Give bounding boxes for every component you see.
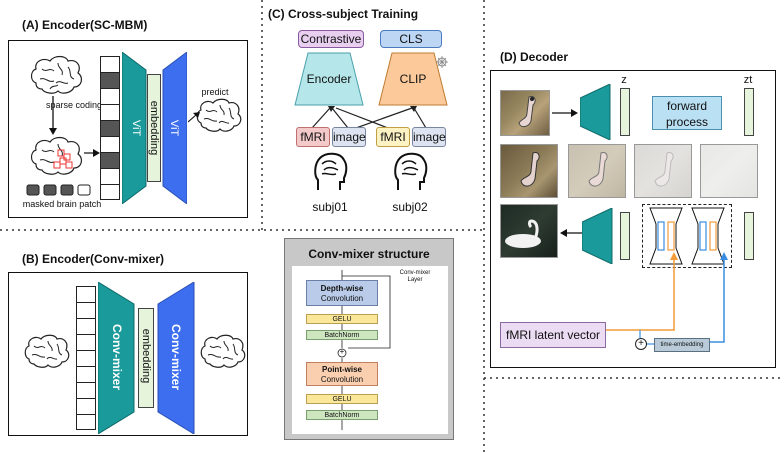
vae-decoder-block bbox=[582, 208, 613, 264]
predict-label: predict bbox=[201, 87, 229, 97]
bird-figure-3 bbox=[654, 152, 674, 187]
fmri-latent-vector-box: fMRI latent vector bbox=[500, 322, 606, 348]
forward-process-box: forward process bbox=[652, 96, 722, 130]
add-symbol: + bbox=[635, 338, 647, 350]
conv-mixer-structure-title: Conv-mixer structure bbox=[308, 247, 430, 261]
conv-mixer-right-label: Conv-mixer bbox=[169, 323, 183, 391]
frozen-icon bbox=[436, 56, 448, 68]
gelu-box-1: GELU bbox=[306, 314, 378, 324]
conv-mixer-flow-arrows bbox=[337, 270, 391, 430]
pointwise-sub: Convolution bbox=[320, 375, 364, 384]
head-brain-icon-1 bbox=[314, 152, 348, 190]
contrastive-box: Contrastive bbox=[298, 30, 364, 48]
patch-legend bbox=[26, 184, 91, 196]
panel-d-frame bbox=[490, 70, 776, 368]
fmri-input-box-1: fMRI bbox=[296, 127, 330, 147]
panel-c-title: (C) Cross-subject Training bbox=[268, 7, 419, 21]
bird-figure-2 bbox=[588, 152, 608, 187]
panel-b-title: (B) Encoder(Conv-mixer) bbox=[22, 252, 165, 266]
bird-figure bbox=[518, 96, 536, 128]
head-brain-icon-2 bbox=[394, 152, 428, 190]
zt-label: zt bbox=[743, 74, 753, 86]
pointwise-title: Point-wise bbox=[321, 365, 362, 374]
clip-label: CLIP bbox=[399, 72, 427, 86]
cls-box: CLS bbox=[380, 30, 442, 48]
panel-d-title: (D) Decoder bbox=[500, 50, 569, 64]
embedding-label-b: embedding bbox=[140, 328, 152, 384]
masked-brain-icon bbox=[30, 136, 83, 175]
gelu-box-2: GELU bbox=[306, 394, 378, 404]
down-arrow bbox=[49, 96, 57, 135]
panel-b-frame bbox=[8, 272, 248, 436]
conv-mixer-encoder-block bbox=[98, 282, 135, 434]
noisy-image-2 bbox=[568, 144, 626, 198]
vit-encoder-block bbox=[122, 52, 147, 204]
patch-token-column bbox=[100, 56, 120, 200]
pointwise-conv-box: Point-wise Convolution bbox=[306, 362, 378, 386]
latent-zt-bar bbox=[744, 88, 754, 136]
image-to-encoder-arrow bbox=[552, 109, 578, 117]
noisy-image-1 bbox=[500, 144, 558, 198]
fmri-input-box-2: fMRI bbox=[376, 127, 410, 147]
masked-brain-patch-label: masked brain patch bbox=[22, 199, 102, 209]
subj01-label: subj01 bbox=[312, 200, 348, 214]
cross-arrows bbox=[311, 106, 427, 129]
image-input-box-1: image bbox=[332, 127, 366, 147]
subj02-label: subj02 bbox=[392, 200, 428, 214]
latent-output-bar bbox=[620, 212, 630, 260]
vit-decoder-block bbox=[162, 52, 187, 204]
decoder-to-image-arrow bbox=[560, 229, 584, 237]
time-embedding-box: time-embedding bbox=[654, 338, 710, 352]
embedding-label: embedding bbox=[148, 100, 160, 156]
unet-dashed-frame bbox=[642, 204, 732, 268]
encoder-label: Encoder bbox=[306, 72, 352, 86]
vae-encoder-block bbox=[580, 84, 611, 140]
panel-a-title: (A) Encoder(SC-MBM) bbox=[22, 18, 148, 32]
input-image-thumbnail bbox=[500, 90, 550, 136]
sparse-coding-label: sparse coding bbox=[45, 100, 103, 110]
embedding-bar bbox=[147, 74, 161, 182]
noisy-image-4 bbox=[700, 144, 758, 198]
unet-block bbox=[649, 207, 725, 265]
brain-icon bbox=[30, 55, 83, 94]
depthwise-conv-box: Depth-wise Convolution bbox=[306, 280, 378, 306]
clip-trapezoid bbox=[378, 52, 448, 106]
conv-mixer-decoder-block bbox=[157, 282, 195, 434]
conv-mixer-left-label: Conv-mixer bbox=[110, 323, 124, 391]
output-brain-icon bbox=[200, 334, 246, 368]
panel-a-frame bbox=[8, 40, 248, 218]
depthwise-sub: Convolution bbox=[320, 294, 364, 303]
conditioning-arrows bbox=[606, 252, 728, 345]
vit-right-label: ViT bbox=[168, 119, 180, 137]
vit-left-label: ViT bbox=[130, 119, 142, 137]
bird-figure-1 bbox=[520, 152, 540, 187]
conv-mixer-layer-label: Conv-mixer Layer bbox=[399, 270, 431, 283]
predict-arrow bbox=[188, 112, 200, 123]
predicted-brain-icon bbox=[196, 98, 242, 132]
residual-add-symbol: + bbox=[339, 347, 345, 356]
batchnorm-box-1: BatchNorm bbox=[306, 330, 378, 340]
depthwise-title: Depth-wise bbox=[320, 284, 364, 293]
latent-input-bar bbox=[744, 212, 754, 260]
noisy-image-3 bbox=[634, 144, 692, 198]
reconstructed-image bbox=[500, 204, 558, 258]
batchnorm-box-2: BatchNorm bbox=[306, 410, 378, 420]
z-label: z bbox=[621, 74, 627, 86]
embedding-bar-b bbox=[138, 308, 154, 408]
latent-z-bar bbox=[620, 88, 630, 136]
right-arrow bbox=[84, 149, 100, 157]
swan-figure bbox=[505, 219, 541, 248]
input-brain-icon bbox=[24, 334, 70, 368]
image-input-box-2: image bbox=[412, 127, 446, 147]
encoder-trapezoid bbox=[294, 52, 364, 106]
token-column bbox=[76, 286, 96, 430]
